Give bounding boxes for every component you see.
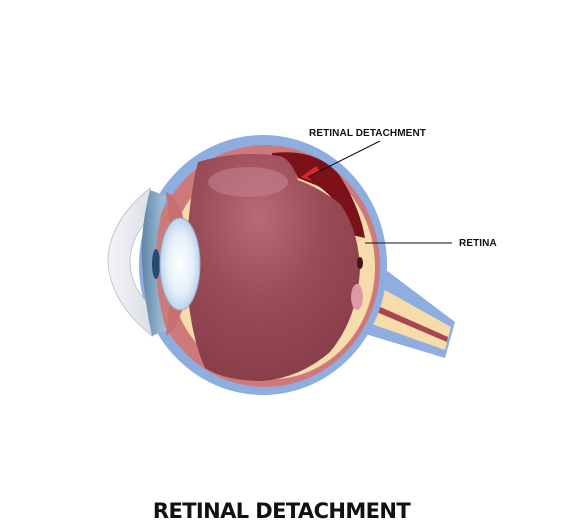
pupil (152, 249, 160, 279)
macula-spot (357, 257, 363, 269)
page-title: RETINAL DETACHMENT (152, 499, 411, 523)
label-retinal-detachment: RETINAL DETACHMENT (309, 128, 426, 139)
nerve-vessel (358, 298, 448, 342)
vitreous-highlight (208, 167, 288, 197)
cornea (107, 187, 157, 337)
lens (159, 217, 201, 311)
label-retina: RETINA (459, 238, 497, 249)
optic-disc (351, 284, 363, 310)
detachment-arrow (301, 166, 319, 181)
leader-line-detachment (307, 140, 381, 178)
vitreous-body (186, 154, 360, 381)
